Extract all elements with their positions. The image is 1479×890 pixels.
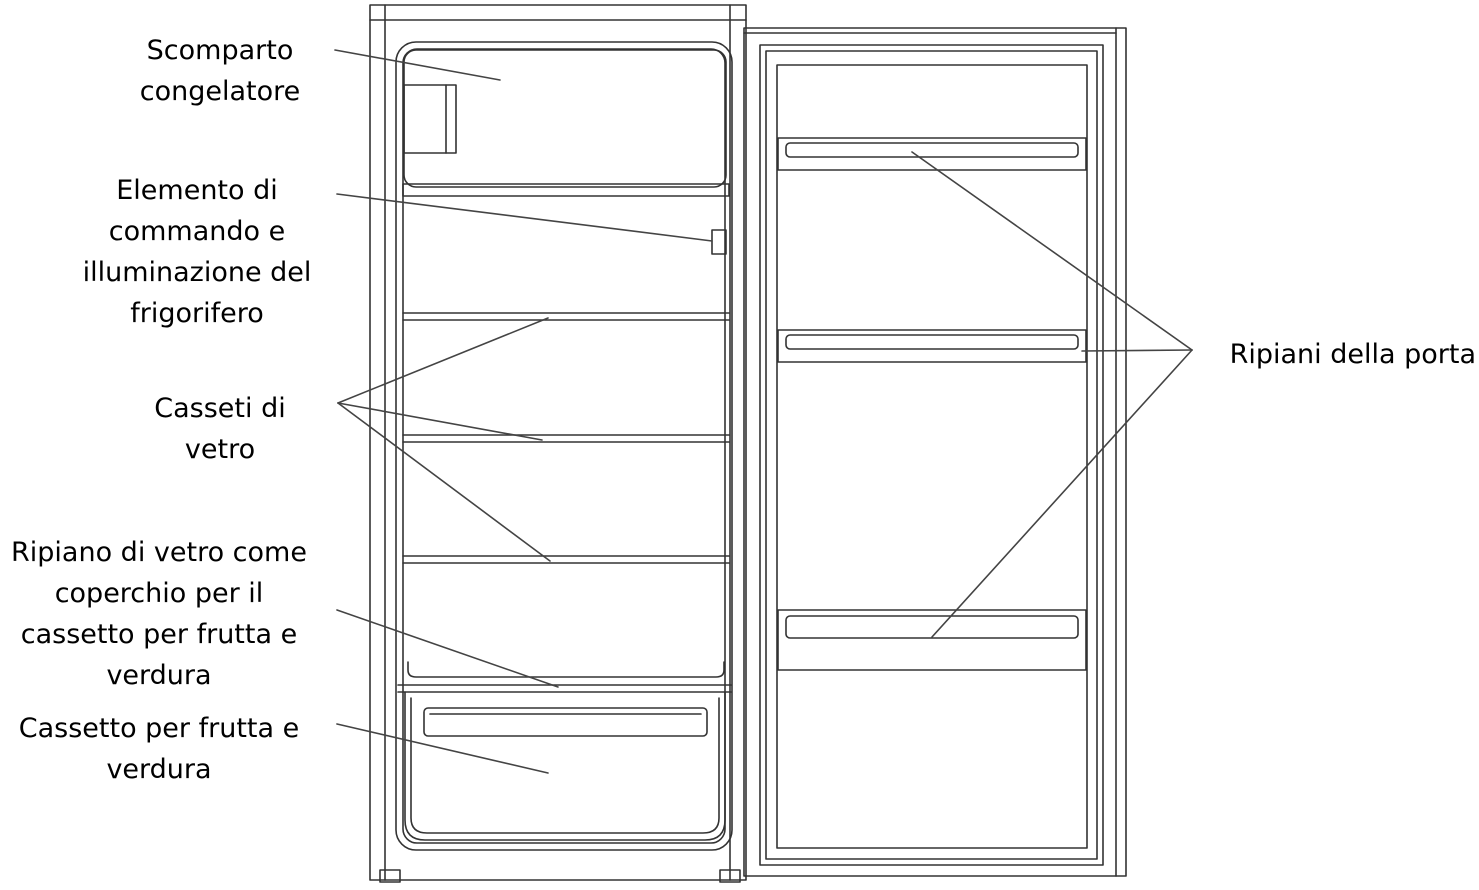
leader-crisper-cover: [336, 609, 559, 688]
fridge-cabinet: [369, 4, 747, 883]
leader-control: [336, 193, 713, 242]
label-crisper-cover: Ripiano di vetro come coperchio per il c…: [0, 532, 318, 696]
label-control-element: Elemento di commando e illuminazione del…: [72, 170, 322, 334]
label-line: commando e: [108, 216, 286, 247]
label-line: Cassetto per frutta e: [18, 713, 300, 744]
glass-shelf-1: [402, 312, 730, 321]
label-line: cassetto per frutta e: [20, 619, 298, 650]
leader-freezer: [334, 49, 501, 81]
glass-shelf-2: [402, 434, 730, 443]
label-line: vetro: [184, 434, 256, 465]
fridge-door: [743, 27, 1127, 877]
label-line: Casseti di: [154, 393, 286, 424]
door-shelf-1: [777, 137, 1087, 171]
leader-lines: [334, 49, 1193, 774]
label-line: verdura: [106, 660, 212, 691]
crisper-drawer: [404, 691, 726, 841]
leader-shelf-1: [337, 317, 549, 404]
label-line: congelatore: [139, 76, 301, 107]
leader-door-shelf-3: [931, 349, 1193, 638]
label-line: Elemento di: [116, 175, 278, 206]
door-shelf-2: [777, 329, 1087, 363]
door-shelves: [777, 137, 1087, 671]
freezer-compartment: [402, 49, 730, 197]
door-shelf-3: [777, 609, 1087, 671]
glass-shelves: [402, 312, 730, 564]
label-line: frigorifero: [130, 298, 264, 329]
leader-door-shelf-1: [911, 151, 1193, 351]
leader-shelf-2: [337, 402, 543, 441]
glass-shelf-3: [402, 555, 730, 564]
control-light-element: [711, 229, 727, 255]
label-line: verdura: [106, 754, 212, 785]
label-crisper-drawer: Cassetto per frutta e verdura: [5, 708, 313, 790]
leader-door-shelf-2: [1081, 349, 1193, 352]
label-door-shelves: Ripiani della porta: [1200, 334, 1476, 375]
label-glass-shelves: Casseti di vetro: [140, 388, 300, 470]
leader-crisper: [336, 723, 549, 774]
label-line: illuminazione del: [82, 257, 312, 288]
label-line: Ripiano di vetro come: [11, 537, 307, 568]
leader-shelf-3: [337, 402, 551, 562]
label-line: Ripiani della porta: [1229, 339, 1476, 370]
label-freezer-compartment: Scomparto congelatore: [120, 30, 320, 112]
label-line: coperchio per il: [54, 578, 264, 609]
crisper-cover-glass: [397, 661, 732, 693]
label-line: Scomparto: [146, 35, 294, 66]
